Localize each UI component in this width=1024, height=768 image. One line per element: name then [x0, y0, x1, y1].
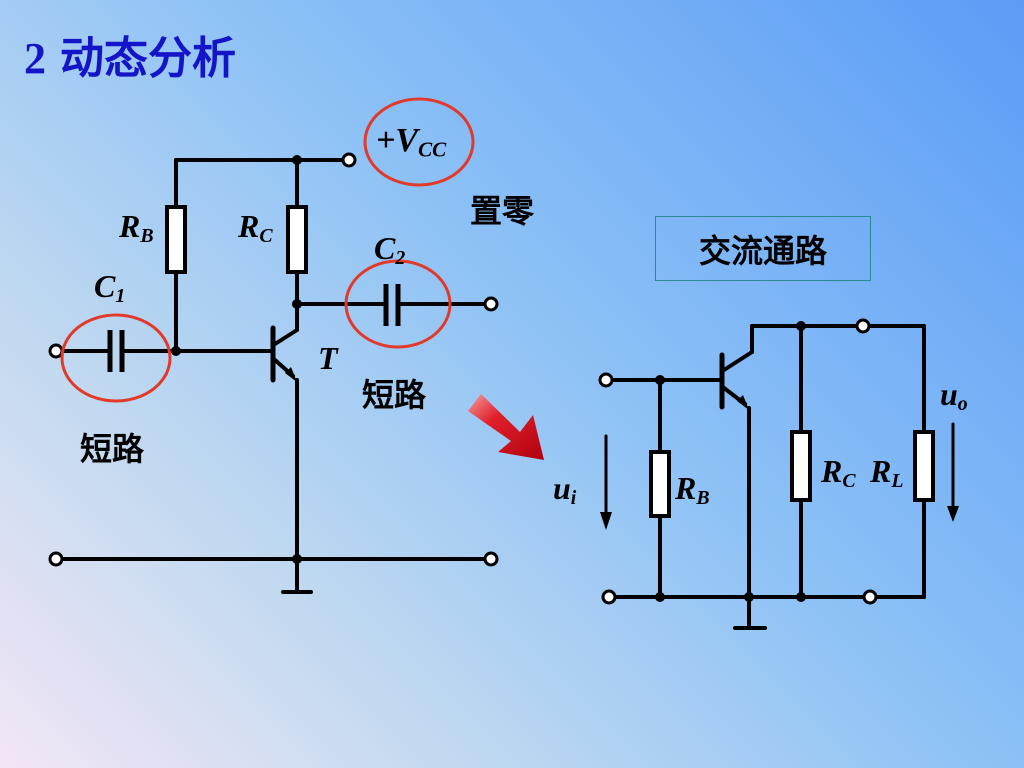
transistor-collector — [273, 328, 299, 346]
ac-emitter-arrow — [737, 395, 749, 410]
ac-path-box: 交流通路 — [655, 216, 871, 281]
rc-label: RC — [238, 208, 273, 247]
ac-rl-label: RL — [870, 453, 904, 492]
rb-label: RB — [119, 208, 154, 247]
c1-label: C1 — [94, 268, 126, 307]
short-c2-label: 短路 — [362, 376, 427, 414]
vcc-label: +VCC — [376, 122, 447, 162]
ac-input-ground-terminal — [601, 589, 617, 605]
terminals-left — [48, 152, 499, 567]
junction-dots-left — [171, 155, 302, 564]
highlight-circles — [60, 97, 475, 403]
transform-arrow — [468, 394, 544, 460]
resistor-rb — [165, 205, 187, 274]
c1-highlight — [60, 313, 172, 403]
ac-output-terminal — [855, 318, 871, 334]
c2-highlight — [344, 259, 452, 349]
junction-dots-right — [655, 321, 806, 602]
uo-label: uo — [940, 376, 968, 415]
page-title: 2 动态分析 — [24, 22, 236, 86]
ui-label: ui — [553, 470, 577, 509]
short-c1-label: 短路 — [80, 430, 145, 468]
ac-resistor-rc — [790, 430, 812, 502]
resistor-rc — [286, 205, 308, 274]
transistor-label: T — [318, 340, 338, 376]
ground-terminal-right — [483, 551, 499, 567]
ac-transistor-collector — [722, 350, 754, 372]
ui-arrow-head — [600, 512, 612, 530]
capacitor-c2 — [383, 284, 401, 326]
ground-terminal-left — [48, 551, 64, 567]
terminals-right — [598, 318, 878, 605]
capacitor-c1 — [107, 330, 125, 372]
ac-rb-label: RB — [675, 470, 710, 509]
ac-input-terminal — [598, 372, 614, 388]
vcc-terminal — [341, 152, 357, 168]
input-terminal — [48, 343, 64, 359]
output-terminal — [483, 296, 499, 312]
ac-resistor-rb — [649, 450, 671, 518]
set-zero-label: 置零 — [470, 192, 535, 230]
ac-output-ground-terminal — [862, 589, 878, 605]
emitter-arrow — [285, 367, 297, 382]
vcc-highlight — [363, 97, 475, 187]
uo-arrow-head — [947, 506, 959, 522]
section-number: 2 — [24, 34, 46, 83]
section-title: 动态分析 — [60, 33, 236, 84]
ac-rc-label: RC — [821, 453, 856, 492]
c2-label: C2 — [374, 230, 406, 269]
ac-resistor-rl — [913, 430, 935, 502]
